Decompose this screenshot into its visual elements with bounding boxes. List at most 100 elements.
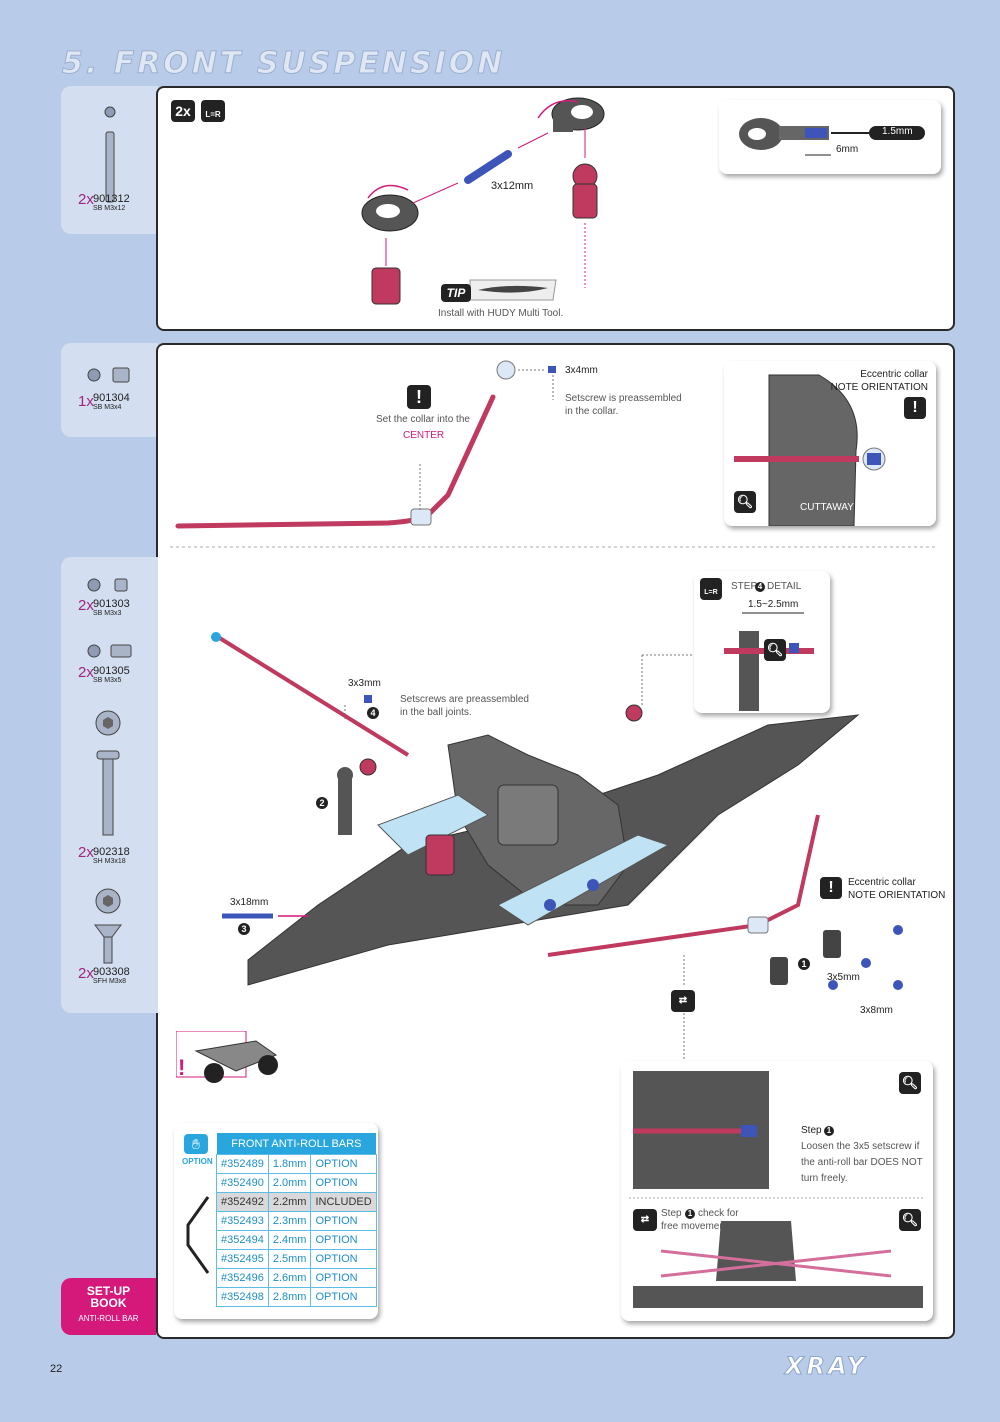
screw-icon	[104, 106, 116, 203]
part-code: 903308	[93, 966, 130, 978]
part-desc: SH M3x18	[93, 858, 126, 865]
part-desc: SB M3x4	[93, 404, 122, 411]
check-note-2: free movement.	[661, 1221, 731, 1232]
step-3-marker: 3	[238, 923, 250, 935]
countersunk-screw-icon	[94, 888, 122, 964]
check-step-word: Step	[661, 1208, 682, 1219]
section-title: 5. FRONT SUSPENSION	[61, 46, 506, 82]
part-code: 901304	[93, 392, 130, 404]
loosen-note-3: turn freely.	[801, 1173, 848, 1184]
center-note: CENTER	[403, 430, 445, 441]
detail-word: DETAIL	[767, 581, 802, 592]
part-code: 901312	[93, 193, 130, 205]
rotate-icon: ⇄	[671, 990, 695, 1012]
warning-icon: !	[178, 1055, 186, 1080]
brand-logo: XRAY	[784, 1352, 868, 1381]
cutaway-inset: Eccentric collar NOTE ORIENTATION ! 🔍︎ C…	[724, 361, 936, 526]
cutaway-caption: CUTTAWAY VIEW	[800, 502, 883, 513]
step-1-marker: 1	[798, 958, 810, 970]
magnifier-icon: 🔍︎	[764, 639, 786, 661]
part-code: 902318	[93, 846, 130, 858]
warning-icon: !	[904, 397, 926, 419]
front-bulkhead-diagram	[211, 632, 903, 1135]
lr-badge: L=R	[201, 100, 225, 122]
part-desc: SB M3x5	[93, 677, 122, 684]
setscrew-size-label: 3x4mm	[565, 365, 598, 376]
magnifier-icon: 🔍︎	[899, 1072, 921, 1094]
step-4-marker: 4	[367, 707, 379, 719]
warning-icon: !	[407, 385, 431, 409]
part-qty: 2x	[78, 664, 94, 681]
step-label: Step	[801, 1125, 822, 1136]
loosen-note-1: Loosen the 3x5 setscrew if	[801, 1141, 920, 1152]
step-2-marker: 2	[316, 797, 328, 809]
table-header: FRONT ANTI-ROLL BARS	[216, 1133, 377, 1155]
anti-roll-bar-diagram	[170, 360, 938, 548]
ball-cup-detail	[739, 118, 925, 156]
eccentric-label: Eccentric collar	[848, 877, 916, 888]
3x3-label: 3x3mm	[348, 678, 381, 689]
ball-note-1: Setscrews are preassembled	[400, 694, 529, 705]
setscrew-icon	[87, 367, 130, 383]
setup-book-tab[interactable]: SET-UP BOOK ANTI-ROLL BAR	[61, 1278, 156, 1335]
magnifier-icon: 🔍︎	[899, 1209, 921, 1231]
page-number: 22	[50, 1363, 63, 1375]
setup-line-3: ANTI-ROLL BAR	[78, 1314, 139, 1323]
3x18-label: 3x18mm	[230, 897, 269, 908]
loosen-note-2: the anti-roll bar DOES NOT	[801, 1157, 923, 1168]
part-qty: 2x	[78, 965, 94, 982]
gap-label: 1.5~2.5mm	[748, 599, 799, 610]
detail-step-word: STEP	[731, 581, 758, 592]
hex-screw-icon	[95, 710, 121, 836]
lr-badge: L=R	[700, 578, 722, 600]
setscrew-detail	[629, 1071, 925, 1308]
part-desc: SB M3x3	[93, 610, 122, 617]
part-desc: SFH M3x8	[93, 978, 127, 985]
3x5-label: 3x5mm	[827, 972, 860, 983]
step-number: 1	[824, 1126, 834, 1136]
eccentric-title: Eccentric collar	[860, 369, 928, 380]
preassembled-note-2: in the collar.	[565, 406, 619, 417]
warning-icon: !	[820, 877, 842, 899]
qty-badge: 2x	[171, 100, 195, 122]
orientation-title: NOTE ORIENTATION	[830, 382, 928, 393]
part-code: 901303	[93, 598, 130, 610]
3x8-label: 3x8mm	[860, 1005, 893, 1016]
part-desc: SB M3x12	[93, 205, 126, 212]
part-qty: 2x	[78, 844, 94, 861]
ball-joint-diagram	[361, 97, 605, 305]
screw-size-label: 3x12mm	[491, 180, 534, 192]
tip-badge: TIP	[441, 284, 471, 302]
anti-roll-bar-shape	[186, 1196, 210, 1274]
setscrew-icon	[87, 644, 132, 658]
part-code: 901305	[93, 665, 130, 677]
car-thumbnail: !	[175, 1030, 284, 1089]
tool-size-label: 1.5mm	[882, 126, 913, 137]
check-inset: 🔍︎ Step 1 Loosen the 3x5 setscrew if the…	[621, 1061, 933, 1321]
setup-line-2: BOOK	[90, 1296, 127, 1310]
part-qty: 1x	[78, 393, 94, 410]
ball-note-2: in the ball joints.	[400, 707, 472, 718]
orientation-label: NOTE ORIENTATION	[848, 890, 946, 901]
option-label: OPTION	[182, 1157, 213, 1166]
check-step-number: 1	[685, 1209, 695, 1219]
thumbs-up-icon: ✋︎	[184, 1134, 208, 1154]
step1-panel: 2x L=R 3x12mm TIP Install with HUDY Mult…	[156, 86, 955, 331]
part-qty: 2x	[78, 191, 94, 208]
tip-text: Install with HUDY Multi Tool.	[438, 308, 564, 319]
setup-line-1: SET-UP	[86, 1284, 131, 1298]
part-qty: 2x	[78, 597, 94, 614]
collar-note: Set the collar into the	[376, 414, 470, 425]
magnifier-icon: 🔍︎	[734, 491, 756, 513]
